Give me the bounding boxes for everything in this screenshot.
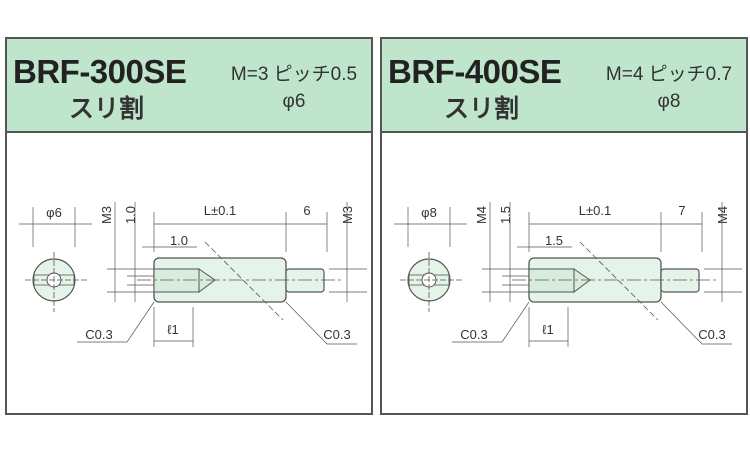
spec: M=3 ピッチ0.5 φ6 bbox=[219, 61, 369, 115]
type-label: スリ割 bbox=[69, 95, 145, 123]
pitch-label: M=3 ピッチ0.5 bbox=[230, 64, 358, 85]
length-label: L±0.1 bbox=[204, 203, 236, 218]
thread-label-left: M3 bbox=[99, 206, 114, 224]
depth-label: ℓ1 bbox=[167, 322, 178, 337]
technical-drawing: φ6 M3 1.0 L±0.1 6 M3 1.0 ℓ1 C0.3 C0.3 bbox=[19, 202, 367, 347]
diameter-label: φ6 bbox=[282, 91, 306, 112]
chamfer-right-label: C0.3 bbox=[323, 327, 350, 342]
drill-tip bbox=[198, 268, 216, 293]
section-line bbox=[579, 241, 659, 321]
dia-label: φ8 bbox=[421, 205, 437, 220]
depth-label: ℓ1 bbox=[542, 322, 553, 337]
stud bbox=[285, 268, 325, 293]
leader bbox=[285, 301, 328, 345]
thread-label-right: M3 bbox=[340, 206, 355, 224]
threaded-hole bbox=[153, 268, 200, 293]
dia-label: φ6 bbox=[46, 205, 62, 220]
chamfer-left-label: C0.3 bbox=[85, 327, 112, 342]
model-name: BRF-400SE bbox=[388, 53, 562, 90]
stud bbox=[660, 268, 700, 293]
section-line bbox=[204, 241, 284, 321]
slot-label: 1.0 bbox=[123, 206, 138, 224]
length-label: L±0.1 bbox=[579, 203, 611, 218]
thread-label-right: M4 bbox=[715, 206, 730, 224]
pitch-label: M=4 ピッチ0.7 bbox=[605, 64, 733, 85]
slot-width-label: 1.0 bbox=[170, 233, 188, 248]
chamfer-left-label: C0.3 bbox=[460, 327, 487, 342]
panel-header: BRF-400SE スリ割 M=4 ピッチ0.7 φ8 bbox=[382, 39, 746, 133]
stud-label: 7 bbox=[678, 203, 685, 218]
model-name: BRF-300SE bbox=[13, 53, 187, 90]
slot-width-label: 1.5 bbox=[545, 233, 563, 248]
type-label: スリ割 bbox=[444, 95, 520, 123]
leader bbox=[501, 301, 530, 343]
slot-label: 1.5 bbox=[498, 206, 513, 224]
thread-label-left: M4 bbox=[474, 206, 489, 224]
leader bbox=[660, 301, 703, 345]
technical-drawing: φ8 M4 1.5 L±0.1 7 M4 1.5 ℓ1 C0.3 C0.3 bbox=[394, 202, 742, 347]
panel-header: BRF-300SE スリ割 M=3 ピッチ0.5 φ6 bbox=[7, 39, 371, 133]
drill-tip bbox=[573, 268, 591, 293]
leader bbox=[126, 301, 155, 343]
spec: M=4 ピッチ0.7 φ8 bbox=[594, 61, 744, 115]
threaded-hole bbox=[528, 268, 575, 293]
diameter-label: φ8 bbox=[657, 91, 681, 112]
stud-label: 6 bbox=[303, 203, 310, 218]
chamfer-right-label: C0.3 bbox=[698, 327, 725, 342]
